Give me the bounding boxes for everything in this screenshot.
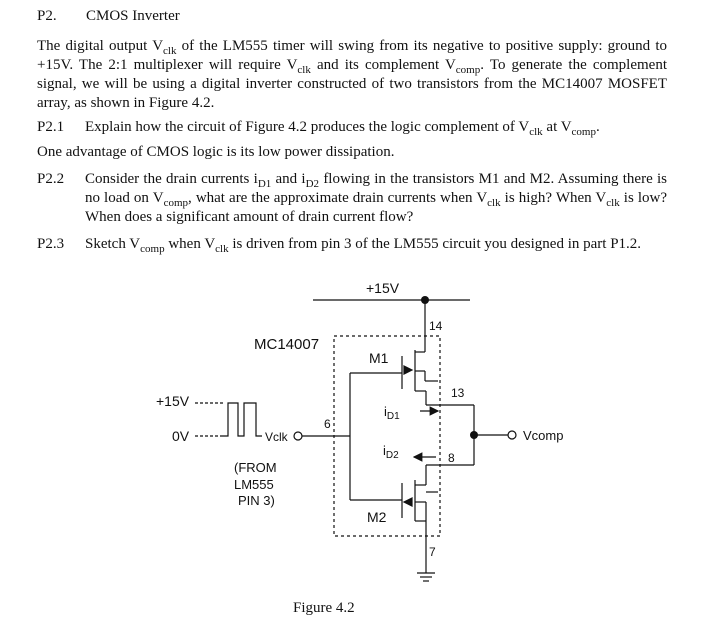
question-number: P2.3 xyxy=(37,236,65,252)
m2-arrow-icon xyxy=(402,497,413,507)
ground-icon xyxy=(417,572,435,582)
question-fragment: . xyxy=(596,119,600,135)
intro-text: of the LM555 timer will swing from its n… xyxy=(37,38,667,73)
question-fragment: , what are the approximate drain current… xyxy=(188,190,488,206)
subscript: clk xyxy=(606,197,620,209)
question-fragment: at V xyxy=(542,119,572,135)
from-label-line2: LM555 xyxy=(234,477,274,492)
question-number: P2.1 xyxy=(37,119,65,135)
subscript: clk xyxy=(215,243,229,255)
intro-paragraph: The digital output Vclk of the LM555 tim… xyxy=(37,37,667,113)
problem-heading: P2. CMOS Inverter xyxy=(37,7,180,26)
pin-14-label: 14 xyxy=(429,319,443,333)
subscript: clk xyxy=(163,45,177,57)
question-p2-2: P2.2 Consider the drain currents iD1 and… xyxy=(37,170,667,230)
subscript: D1 xyxy=(257,178,272,190)
question-fragment: flowing in the transistors M1 and M2. As… xyxy=(85,171,667,206)
problem-title: CMOS Inverter xyxy=(86,8,180,24)
m1-label: M1 xyxy=(369,350,389,366)
output-terminal[interactable] xyxy=(507,430,517,440)
vclk-label: Vclk xyxy=(265,430,289,444)
question-fragment: Sketch V xyxy=(85,236,141,252)
m1-arrow-icon xyxy=(403,365,414,375)
note-text: One advantage of CMOS logic is its low p… xyxy=(37,144,395,160)
subscript: comp xyxy=(571,126,596,138)
question-fragment: Consider the drain currents i xyxy=(85,171,258,187)
supply-node xyxy=(421,296,429,304)
chip-outline xyxy=(333,335,441,537)
question-text: Explain how the circuit of Figure 4.2 pr… xyxy=(85,118,667,138)
pin-6-label: 6 xyxy=(324,417,331,431)
question-number: P2.2 xyxy=(37,171,65,187)
subscript: clk xyxy=(297,64,311,76)
question-fragment: Explain how the circuit of Figure 4.2 pr… xyxy=(85,119,530,135)
question-fragment: is high? When V xyxy=(500,190,607,206)
m2-label: M2 xyxy=(367,509,387,525)
problem-number: P2. xyxy=(37,8,57,24)
intro-text: . To generate the complement signal, we … xyxy=(37,57,667,111)
id2-label: iD2 xyxy=(383,443,399,461)
from-label-line3: PIN 3) xyxy=(238,493,275,508)
from-label-line1: (FROM xyxy=(234,460,277,475)
subscript: D2 xyxy=(305,178,320,190)
pin-7-label: 7 xyxy=(429,545,436,559)
question-fragment: when V xyxy=(164,236,216,252)
high-level-label: +15V xyxy=(156,393,190,409)
question-text: Sketch Vcomp when Vclk is driven from pi… xyxy=(85,235,667,255)
question-p2-1: P2.1 Explain how the circuit of Figure 4… xyxy=(37,118,667,138)
input-waveform xyxy=(220,402,262,437)
subscript: clk xyxy=(529,126,543,138)
question-fragment: and i xyxy=(271,171,306,187)
vcomp-label: Vcomp xyxy=(523,428,563,443)
pin-13-label: 13 xyxy=(451,386,465,400)
supply-label: +15V xyxy=(366,280,400,296)
intro-text: and its complement V xyxy=(310,57,456,73)
question-fragment: is driven from pin 3 of the LM555 circui… xyxy=(228,236,642,252)
figure-caption: Figure 4.2 xyxy=(293,600,355,616)
output-node xyxy=(470,431,478,439)
question-fragment: is low? When does a significant amount o… xyxy=(85,190,668,225)
input-terminal[interactable] xyxy=(293,431,303,441)
intro-text: The digital output V xyxy=(37,38,164,54)
pin-8-label: 8 xyxy=(448,451,455,465)
id1-label: iD1 xyxy=(384,404,400,422)
subscript: comp xyxy=(163,197,189,209)
question-p2-3: P2.3 Sketch Vcomp when Vclk is driven fr… xyxy=(37,235,667,275)
question-text: Consider the drain currents iD1 and iD2 … xyxy=(85,170,667,227)
subscript: clk xyxy=(487,197,501,209)
chip-label: MC14007 xyxy=(254,336,319,353)
low-level-label: 0V xyxy=(172,428,190,444)
subscript: comp xyxy=(455,64,481,76)
subscript: comp xyxy=(140,243,165,255)
